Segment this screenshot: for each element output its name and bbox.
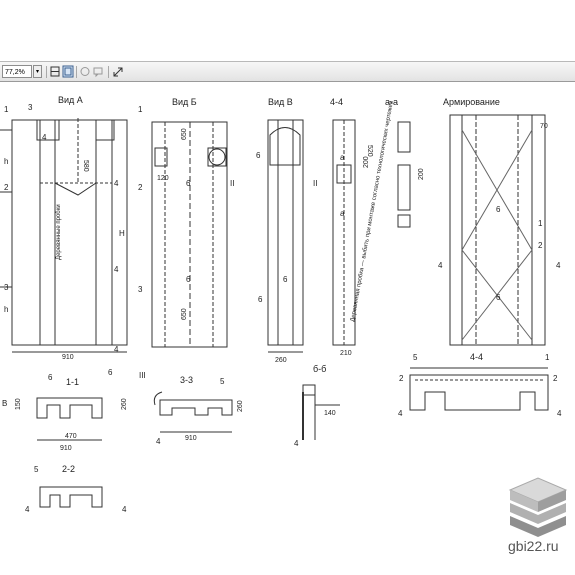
mark-4-arm-right: 4 (556, 261, 561, 270)
dim-260-v: 260 (275, 357, 287, 364)
mark-a-44b: а (340, 209, 345, 218)
logo-cube-icon (508, 477, 568, 537)
mark-6-arm-2: 6 (496, 293, 501, 302)
mark-a-44: а (340, 153, 345, 162)
mark-6-arm-1: 6 (496, 205, 501, 214)
dim-520: 520 (366, 145, 373, 157)
dim-260-33: 260 (237, 400, 244, 412)
mark-5-44b: 5 (413, 353, 418, 362)
vid-a-outline (11, 119, 128, 346)
title-section-44-bottom: 4-4 (470, 352, 483, 362)
mark-2-a: 2 (4, 183, 9, 192)
dim-260-11: 260 (121, 398, 128, 410)
mark-1-a: 1 (4, 105, 9, 114)
watermark-text: gbi22.ru (508, 538, 559, 554)
mark-6-v1: 6 (256, 151, 261, 160)
mark-4-bb: 4 (294, 439, 299, 448)
mark-1-right: 1 (138, 105, 143, 114)
mark-4-a2: 4 (114, 179, 119, 188)
dim-70: 70 (540, 123, 548, 130)
mark-2-44b: 2 (399, 374, 404, 383)
dim-910-a: 910 (62, 354, 74, 361)
single-page-icon[interactable] (62, 65, 74, 78)
toolbar-separator (108, 66, 109, 78)
mark-6-b2: 6 (186, 275, 191, 284)
mark-6-11: 6 (48, 373, 53, 382)
dim-150: 150 (15, 398, 22, 410)
mark-roman-2-b: II (230, 179, 234, 188)
mark-6-11b: 6 (108, 368, 113, 377)
toolbar-separator (76, 66, 77, 78)
note-wooden-plug-44: Деревянная пробка — выбить при монтаже с… (349, 100, 395, 322)
comment-icon[interactable] (92, 65, 104, 78)
fit-page-icon[interactable] (49, 65, 61, 78)
dim-910-11: 910 (60, 445, 72, 452)
mark-4-arm-left: 4 (438, 261, 443, 270)
section-44-bottom-outline (409, 374, 549, 411)
dim-210: 210 (340, 350, 352, 357)
mark-2-44b-right: 2 (553, 374, 558, 383)
dim-470: 470 (65, 433, 77, 440)
mark-4-44b-right: 4 (557, 409, 562, 418)
prev-icon[interactable] (79, 65, 91, 78)
mark-3-top: 3 (28, 103, 33, 112)
mark-b: В (2, 399, 7, 408)
zoom-dropdown-button[interactable]: ▾ (33, 65, 42, 78)
dim-910-33: 910 (185, 435, 197, 442)
vid-v-outline (267, 119, 304, 346)
title-section-44: 4-4 (330, 97, 343, 107)
mark-roman-2-v: II (313, 179, 317, 188)
title-vid-a: Вид А (58, 95, 83, 105)
section-11-outline (36, 397, 103, 419)
section-22-outline (39, 486, 103, 508)
mark-roman-3: III (139, 371, 146, 380)
mark-h-2: h (4, 305, 8, 314)
title-section-22: 2-2 (62, 464, 75, 474)
mark-6-b1: 6 (186, 179, 191, 188)
dim-200-44: 200 (363, 156, 370, 168)
dim-140: 140 (324, 410, 336, 417)
mark-5-33: 5 (220, 377, 225, 386)
dim-650-top: 650 (181, 128, 188, 140)
note-wooden-plugs: Деревянные пробки (56, 204, 62, 260)
mark-6-v2: 6 (283, 275, 288, 284)
title-vid-b: Вид Б (172, 97, 197, 107)
title-section-33: 3-3 (180, 375, 193, 385)
mark-3-right: 3 (138, 285, 143, 294)
zoom-input[interactable]: 77,2% (2, 65, 32, 78)
technical-drawing: Вид А Вид Б Вид В 4-4 а-а Армирование 1-… (0, 95, 568, 537)
toolbar-separator (46, 66, 47, 78)
dim-200-aa: 200 (418, 168, 425, 180)
mark-H: H (119, 229, 125, 238)
mark-2-right: 2 (138, 183, 143, 192)
mark-4-44b: 4 (398, 409, 403, 418)
viewer-toolbar: 77,2% ▾ (0, 61, 575, 82)
dim-650-bot: 650 (181, 308, 188, 320)
mark-h-1: h (4, 157, 8, 166)
mark-4-22-right: 4 (122, 505, 127, 514)
mark-6-v3: 6 (258, 295, 263, 304)
section-33-outline (159, 399, 233, 416)
mark-1-44b: 1 (545, 353, 550, 362)
mark-3-a: 3 (4, 283, 9, 292)
title-armirovanie: Армирование (443, 97, 500, 107)
armirovanie-outline (449, 114, 546, 346)
expand-icon[interactable] (112, 65, 124, 78)
mark-4-a3: 4 (114, 265, 119, 274)
mark-5-22: 5 (34, 465, 39, 474)
dim-580: 580 (82, 160, 89, 172)
title-section-11: 1-1 (66, 377, 79, 387)
mark-4-33: 4 (156, 437, 161, 446)
title-section-aa: а-а (385, 97, 398, 107)
title-vid-v: Вид В (268, 97, 293, 107)
section-bb-outline (302, 395, 340, 440)
mark-2-arm: 2 (538, 241, 543, 250)
mark-4-a4: 4 (114, 345, 119, 354)
mark-4-a1: 4 (42, 133, 47, 142)
dim-120: 120 (157, 175, 169, 182)
title-section-bb: б-б (313, 364, 326, 374)
mark-1-arm: 1 (538, 219, 543, 228)
mark-4-22: 4 (25, 505, 30, 514)
